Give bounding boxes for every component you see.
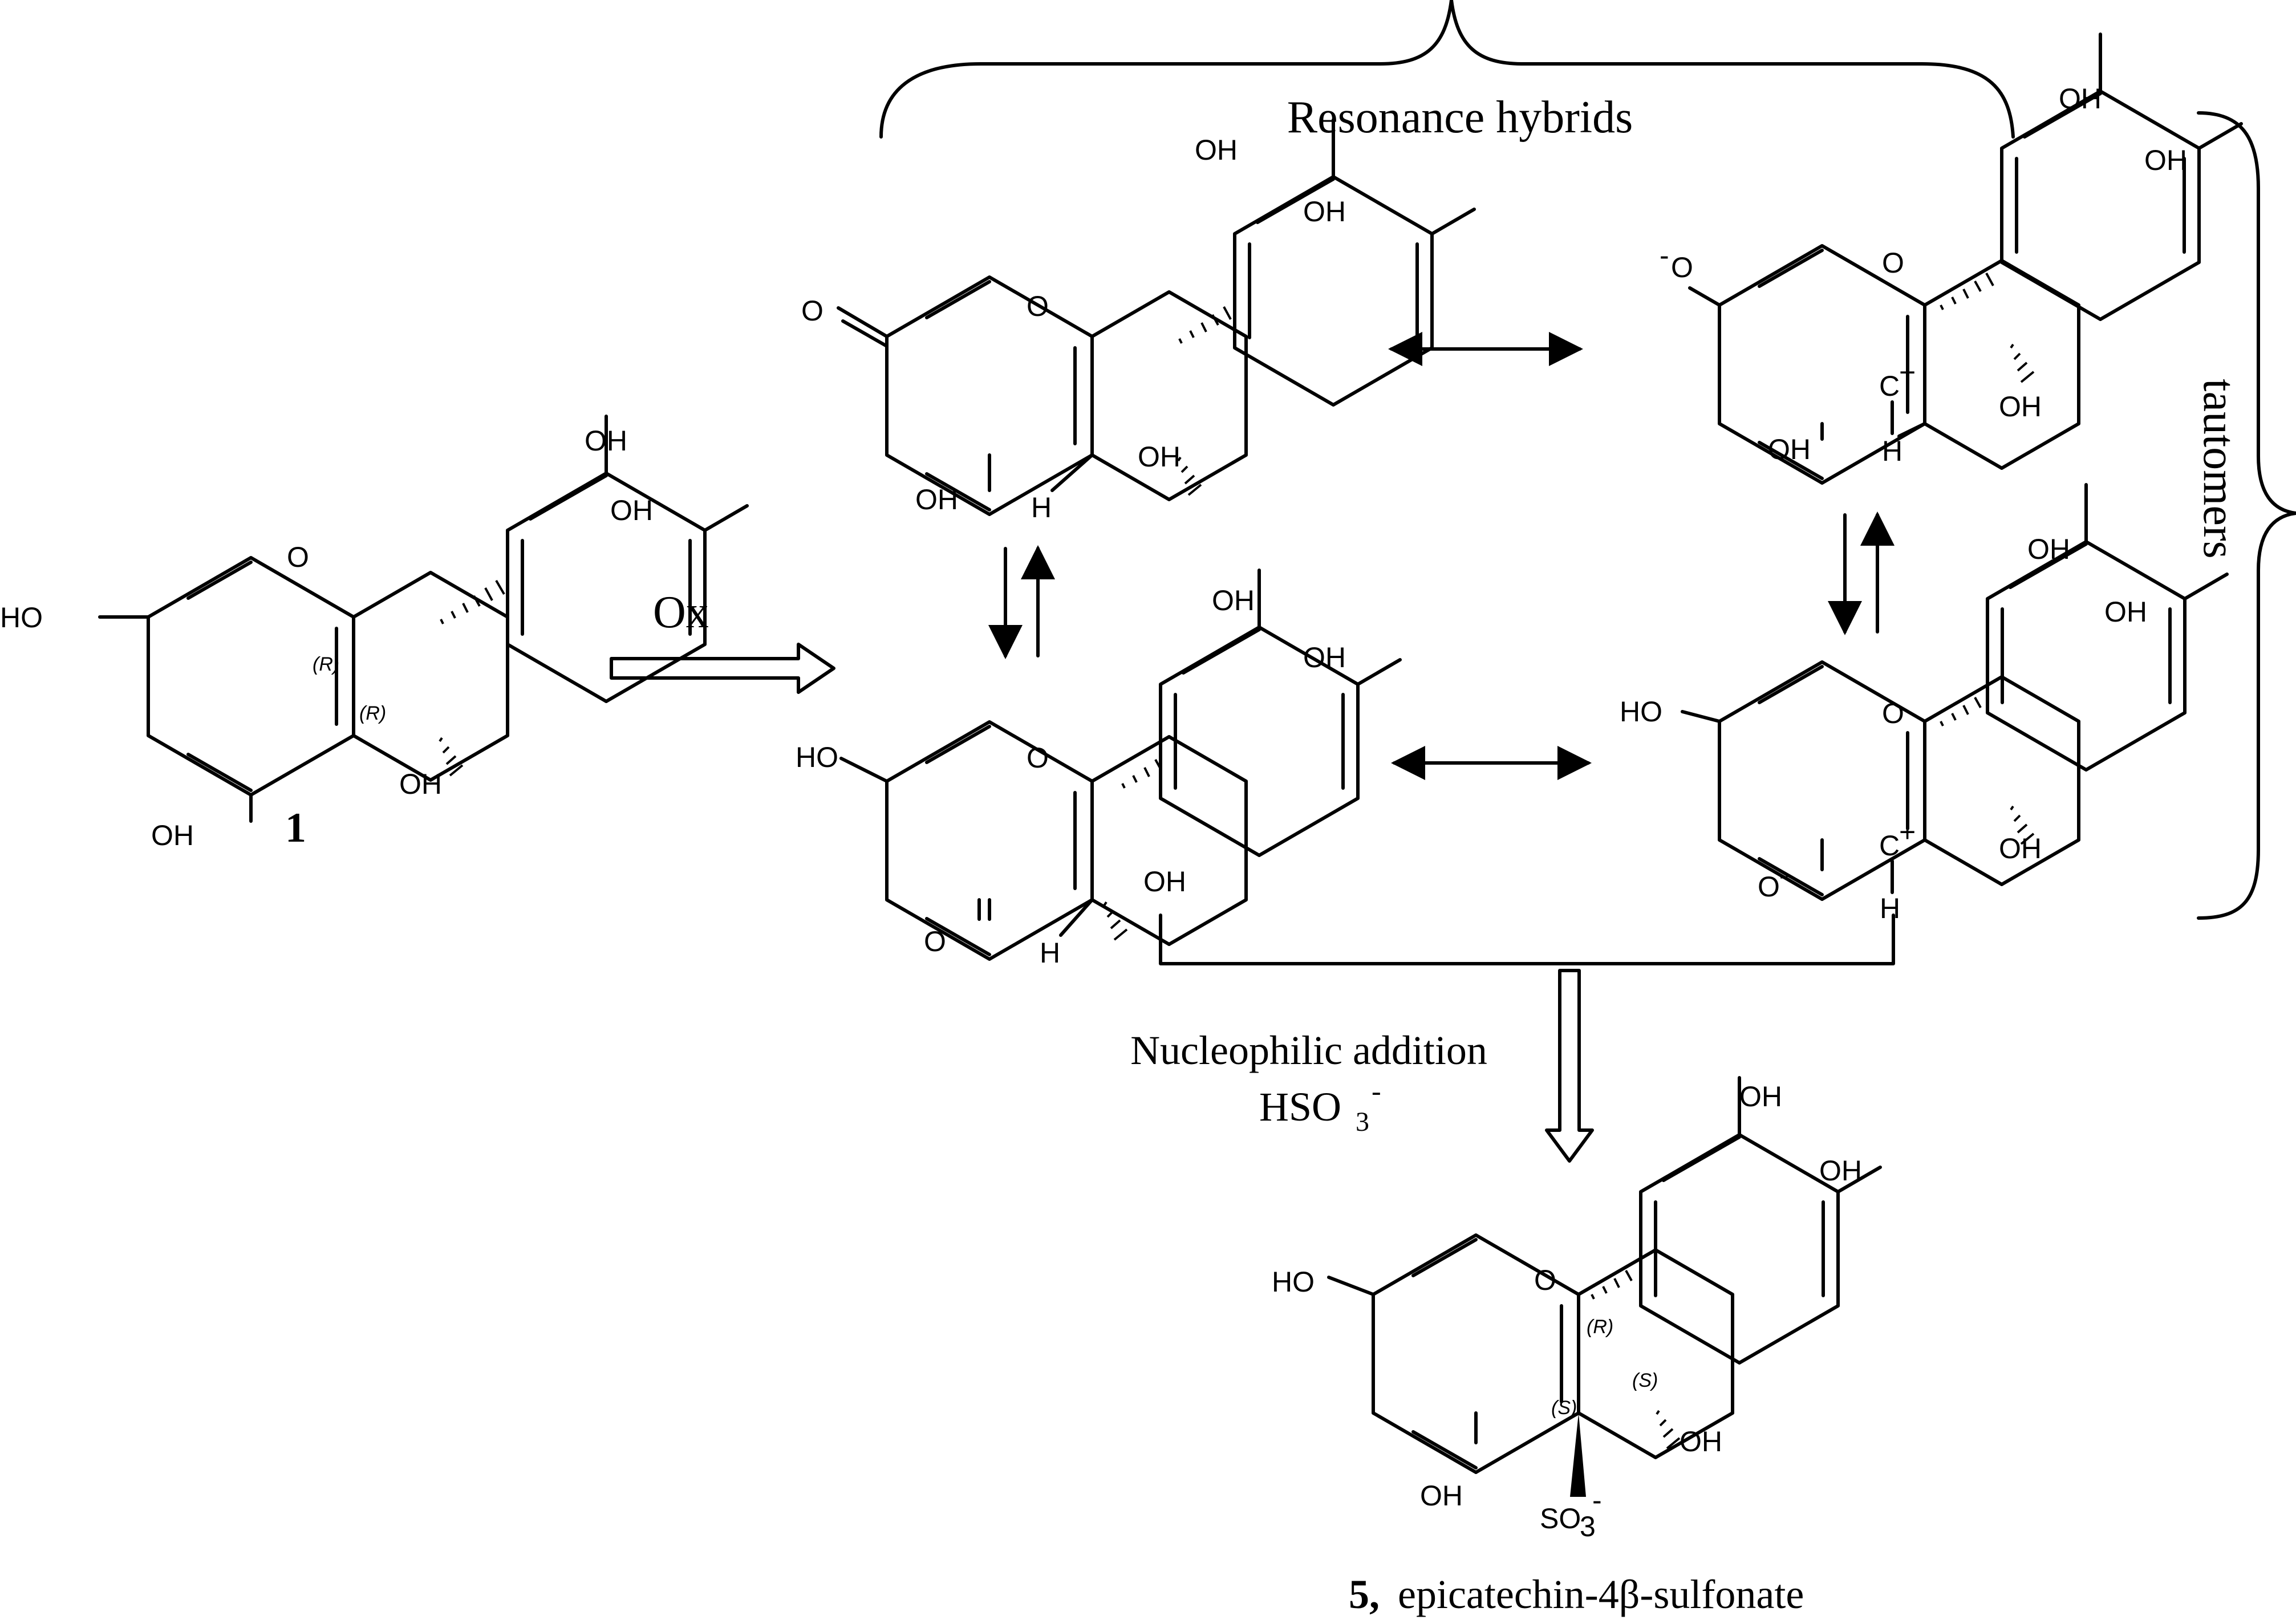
- hashed-bond: [2010, 805, 2035, 845]
- atom-label: OH: [1768, 433, 1811, 465]
- compound-1: HO O (R) (R) OH OH OH OH 1: [0, 416, 747, 851]
- hashed-bond: [1940, 697, 1982, 726]
- atom-label: OH: [610, 494, 653, 526]
- hashed-bond: [1656, 1410, 1681, 1450]
- atom-label: OH: [1303, 196, 1346, 228]
- nucleophilic-arrow: [1545, 969, 1594, 1163]
- atom-label: OH: [1138, 441, 1181, 473]
- atom-label: OH: [1195, 134, 1238, 166]
- stereo-label: (R): [1587, 1316, 1613, 1338]
- atom-label: HO: [796, 741, 838, 773]
- atom-label: O: [1027, 290, 1049, 322]
- atom-label: OH: [1999, 833, 2042, 864]
- atom-label: OH: [1143, 866, 1186, 898]
- atom-label: OH: [1819, 1155, 1862, 1187]
- atom-label: OH: [915, 484, 958, 515]
- atom-label: C: [1879, 370, 1900, 402]
- atom-label: O: [1758, 871, 1780, 903]
- atom-label: OH: [1680, 1426, 1722, 1457]
- hashed-bond: [1591, 1270, 1633, 1300]
- carbocation-a: - O O OH C + H OH OH OH: [1660, 34, 2241, 483]
- atom-label: HO: [1272, 1266, 1315, 1298]
- atom-label: OH: [1212, 584, 1255, 616]
- hashed-bond: [1121, 759, 1162, 789]
- atom-label: -: [1660, 239, 1669, 271]
- atom-label: O: [287, 541, 309, 573]
- product-caption: 5, epicatechin-4β-sulfonate: [1349, 1572, 1804, 1617]
- atom-label: OH: [2144, 144, 2187, 176]
- svg-text:3: 3: [1356, 1107, 1369, 1137]
- atom-label: HO: [1620, 696, 1662, 728]
- atom-label: O: [1534, 1264, 1556, 1296]
- svg-text:SO: SO: [1540, 1503, 1581, 1534]
- stereo-label: (R): [359, 703, 386, 724]
- stereo-label: (S): [1551, 1397, 1577, 1419]
- stereo-label: (R): [313, 653, 339, 675]
- atom-label: OH: [151, 819, 194, 851]
- compound-5: HO O (R) (S) (S) OH OH SO 3 - OH OH: [1272, 1078, 1880, 1542]
- hashed-bond: [439, 737, 464, 777]
- atom-label: OH: [2104, 596, 2147, 628]
- atom-label: OH: [585, 425, 627, 457]
- carbocation-b: HO O O - C + H OH OH OH: [1620, 485, 2227, 924]
- atom-label: H: [1031, 492, 1052, 523]
- reagent-label: HSO 3 -: [1259, 1075, 1381, 1137]
- equilibrium-arrows-right: [1828, 511, 1895, 635]
- atom-label: O: [1882, 697, 1904, 729]
- charge-label: -: [1779, 859, 1789, 891]
- atom-label: C: [1879, 830, 1900, 862]
- hashed-bond: [1940, 273, 1994, 310]
- equilibrium-arrows-left: [988, 545, 1055, 659]
- atom-label: O: [924, 925, 946, 957]
- resonance-brace: [879, 0, 2015, 139]
- atom-label: OH: [2027, 533, 2070, 565]
- combine-bracket: [1159, 914, 1895, 965]
- nucleophilic-label: Nucleophilic addition: [1130, 1028, 1487, 1073]
- quinone-methide-a: O O OH H OH OH OH: [801, 120, 1474, 523]
- atom-label: O: [1671, 251, 1693, 283]
- compound-1-number: 1: [285, 805, 306, 851]
- svg-text:-: -: [1372, 1075, 1381, 1107]
- atom-label: H: [1882, 435, 1902, 467]
- atom-label: OH: [399, 768, 442, 800]
- tautomers-label: tautomers: [2194, 379, 2244, 558]
- svg-text:-: -: [1592, 1484, 1602, 1516]
- sulfonate-label: SO 3 -: [1540, 1484, 1602, 1542]
- resonance-title: Resonance hybrids: [1287, 92, 1633, 143]
- atom-label: OH: [2059, 83, 2102, 115]
- product-number: 5,: [1349, 1572, 1380, 1617]
- hashed-bond: [1177, 456, 1202, 496]
- svg-text:3: 3: [1580, 1511, 1596, 1542]
- atom-label: OH: [1303, 642, 1346, 673]
- atom-label: OH: [1999, 391, 2042, 423]
- product-name: epicatechin-4β-sulfonate: [1398, 1572, 1804, 1617]
- atom-label: H: [1880, 892, 1900, 924]
- quinone-methide-b: HO O O H OH OH OH: [796, 570, 1400, 969]
- stereo-label: (S): [1632, 1370, 1658, 1391]
- charge-label: +: [1899, 816, 1916, 848]
- atom-label: OH: [1420, 1480, 1463, 1512]
- tautomers-brace: [2197, 111, 2296, 920]
- atom-label: O: [1027, 742, 1049, 774]
- wedge-bond: [1570, 1413, 1586, 1497]
- atom-label: H: [1040, 937, 1060, 969]
- atom-label: O: [801, 295, 824, 327]
- atom-label: HO: [0, 602, 43, 634]
- ox-arrow: [610, 643, 835, 694]
- hashed-bond: [1178, 306, 1232, 344]
- atom-label: O: [1882, 247, 1904, 279]
- atom-label: OH: [1739, 1081, 1782, 1113]
- ox-label: Ox: [653, 587, 709, 638]
- hashed-bond: [2010, 343, 2035, 383]
- charge-label: +: [1899, 356, 1916, 388]
- hashed-bond: [440, 579, 505, 624]
- hashed-bond: [1103, 901, 1128, 941]
- svg-text:HSO: HSO: [1259, 1084, 1341, 1130]
